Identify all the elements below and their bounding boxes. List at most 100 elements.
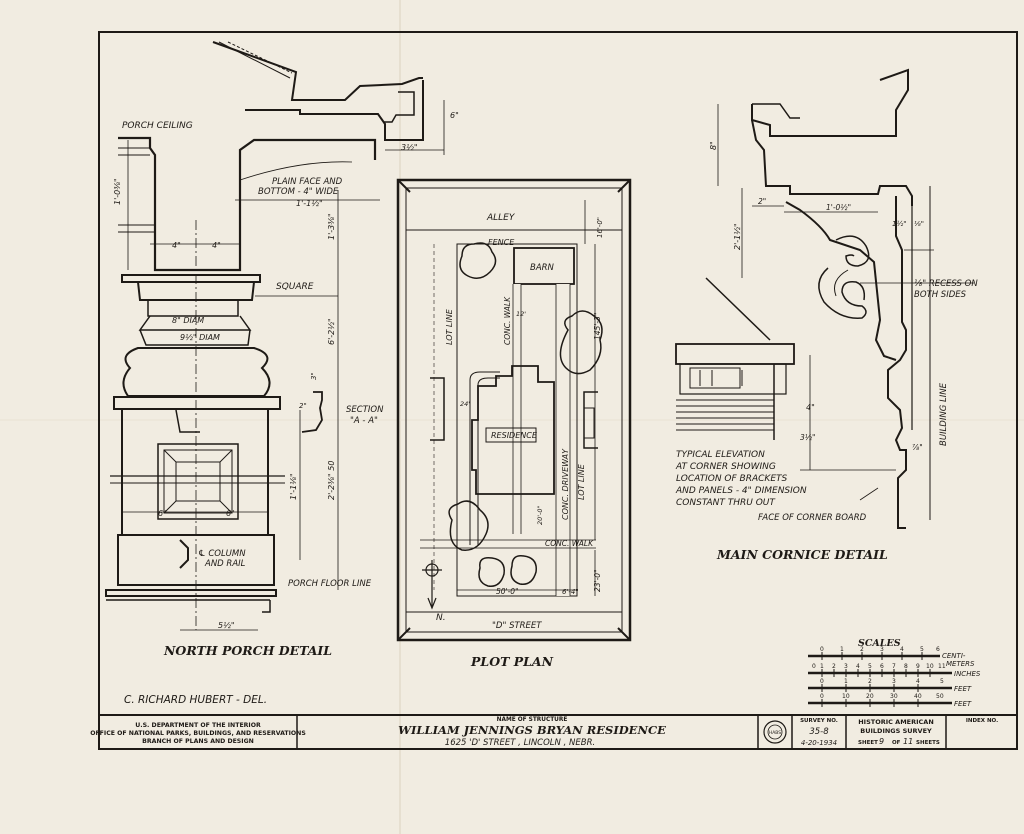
label-porch-floor: PORCH FLOOR LINE [288,579,372,589]
label-square: SQUARE [276,282,314,292]
label-typical: TYPICAL ELEVATION [676,450,765,460]
graphic-scales [808,652,952,707]
scale-tick: 0 [820,693,824,700]
dim: 23'-0" [593,569,602,592]
label-porch-ceiling: PORCH CEILING [122,121,193,131]
label-column-rail: ℄ COLUMN [198,549,246,559]
scale-tick: 0 [820,678,824,685]
scale-tick: 20 [866,693,874,700]
scale-tick: 3 [880,646,884,653]
label-residence: RESIDENCE [491,431,538,440]
scale-tick: 3 [892,678,896,685]
dim: 6" [158,509,167,518]
dim: 1'-3⅜" [327,213,336,240]
label-typical: AT CORNER SHOWING [675,462,776,472]
dim: 6" [450,111,459,120]
scale-unit: FEET [954,700,972,708]
dim: 1½" [892,220,906,228]
label-column-rail-2: AND RAIL [204,559,246,569]
label-conc-walk: CONC. WALK [503,296,512,345]
label-recess: ⅛" RECESS ON [914,279,978,289]
scale-tick: 10 [926,663,934,670]
scale-tick: 3 [844,663,848,670]
label-plain-face: PLAIN FACE AND [272,177,343,187]
dim: 6'-2½" [327,318,336,345]
label-alley: ALLEY [486,213,516,223]
agency-line-2: OFFICE OF NATIONAL PARKS, BUILDINGS, AND… [90,730,306,737]
dim: 1'-0½" [826,203,851,212]
label-lot-line-left: LOT LINE [445,308,454,345]
dim: 3½" [800,433,816,442]
dim: 1'-1⅛" [289,473,298,500]
scale-tick: 2 [868,678,872,685]
dim: 50'-0" [496,587,519,596]
label-section: SECTION [346,405,384,415]
scale-tick: 0 [820,646,824,653]
scale-tick: 7 [892,663,896,670]
title-main-cornice: MAIN CORNICE DETAIL [716,547,888,562]
scale-unit: FEET [954,685,972,693]
label-typical: CONSTANT THRU OUT [676,498,776,508]
survey-date: 4-20-1934 [801,739,837,747]
scale-unit: METERS [946,660,975,668]
dim: 2'-2⅜" 50 [327,461,336,500]
sheet-number: 9 [879,737,884,746]
main-cornice-detail [675,68,974,529]
of-word: OF [892,740,901,746]
delineator-credit: C. RICHARD HUBERT - DEL. [124,694,267,706]
title-plot-plan: PLOT PLAN [470,654,554,669]
scale-tick: 5 [920,646,924,653]
scale-tick: 4 [856,663,860,670]
sheets-word: SHEETS [916,740,940,746]
index-caption: INDEX NO. [966,718,998,724]
label-diam-9: 9½" DIAM [180,333,220,342]
scale-tick: 1 [840,646,844,653]
scale-tick: 9 [916,663,920,670]
scale-tick: 8 [904,663,908,670]
dim: ⅞" [912,443,923,452]
dim: 5½" [218,621,235,630]
dim: 6" [226,509,235,518]
plot-plan [396,178,632,642]
scale-tick: 4 [916,678,920,685]
scale-tick: 1 [844,678,848,685]
label-fence: FENCE [488,238,515,247]
label-conc-walk-bottom: CONC. WALK [545,539,594,548]
north-porch-detail [105,41,445,631]
survey-caption: SURVEY NO. [800,718,838,724]
label-conc-driveway: CONC. DRIVEWAY [561,448,570,520]
dim: 24' [460,400,470,408]
habs-seal-icon [763,720,787,744]
dim: 4" [172,241,181,250]
label-typical: AND PANELS - 4" DIMENSION [675,486,807,496]
dim: 16'-0" [596,217,604,238]
dim: 8" [709,141,718,150]
dim: 1'-0⅜" [113,178,122,205]
label-typical: LOCATION OF BRACKETS [676,474,788,484]
label-face-corner-board: FACE OF CORNER BOARD [758,513,867,523]
scale-tick: 2 [832,663,836,670]
scale-tick: 4 [900,646,904,653]
scale-tick: 6 [880,663,884,670]
survey-number: 35-8 [809,727,829,737]
scale-unit: CENTI- [942,652,966,660]
scale-tick: 0 [812,663,816,670]
dim: 4" [212,241,221,250]
habs-line-2: BUILDINGS SURVEY [860,727,932,735]
dim: 145'-3" [593,313,602,340]
structure-name: WILLIAM JENNINGS BRYAN RESIDENCE [398,723,666,737]
scale-tick: 10 [842,693,850,700]
dim: 3½" [401,143,418,152]
label-diam-8: 8" DIAM [172,316,204,325]
label-recess-2: BOTH SIDES [914,290,967,300]
scale-tick: 50 [936,693,944,700]
scale-tick: 5 [940,678,944,685]
scale-tick: 30 [890,693,898,700]
habs-line-1: HISTORIC AMERICAN [858,718,934,726]
label-barn: BARN [530,263,555,273]
label-plain-face-2: BOTTOM - 4" WIDE [258,187,339,197]
scales-title: SCALES [858,638,901,649]
dim: ⅛" [914,220,924,228]
